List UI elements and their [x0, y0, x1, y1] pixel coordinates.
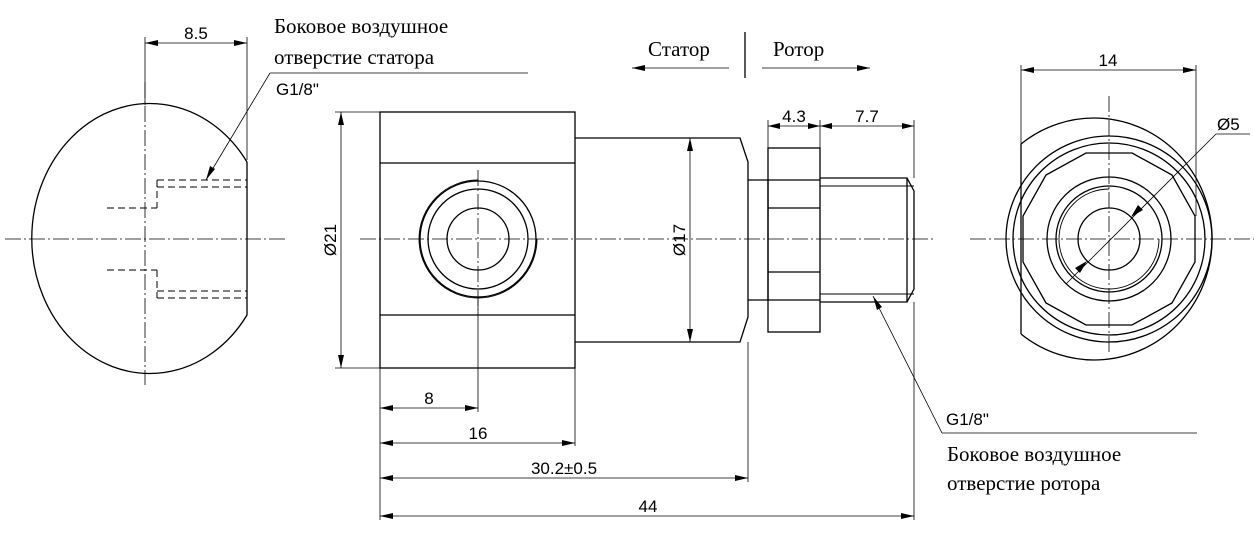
right-end-view: 14 Ø5 [970, 51, 1254, 361]
dim-dia-17: Ø17 [670, 224, 689, 256]
stator-label: Статор [648, 37, 710, 61]
dim-16: 16 [469, 424, 488, 443]
dim-44: 44 [639, 497, 658, 516]
rotor-hole-label-line2: отверстие ротора [947, 471, 1101, 495]
left-side-view: 8.5 G1/8" Боковое воздушное отверстие ст… [5, 14, 528, 385]
dim-4-3: 4.3 [782, 107, 806, 126]
stator-hole-label-line1: Боковое воздушное [274, 14, 448, 38]
thread-label-rotor: G1/8" [946, 410, 989, 429]
rotor-hole-label-line1: Боковое воздушное [947, 442, 1121, 466]
thread-label-stator: G1/8" [276, 80, 319, 99]
dim-dia-21: Ø21 [321, 224, 340, 256]
dim-14: 14 [1099, 51, 1118, 70]
stator-hole-label-line2: отверстие статора [274, 45, 435, 69]
dim-dia-5: Ø5 [1217, 115, 1240, 134]
dim-30-2: 30.2±0.5 [531, 459, 597, 478]
dim-8: 8 [424, 389, 433, 408]
dim-8-5: 8.5 [184, 24, 208, 43]
front-view: Ø21 Ø17 4.3 7.7 Статор Ротор [321, 32, 1197, 520]
rotor-label: Ротор [773, 37, 824, 61]
dim-7-7: 7.7 [855, 107, 879, 126]
